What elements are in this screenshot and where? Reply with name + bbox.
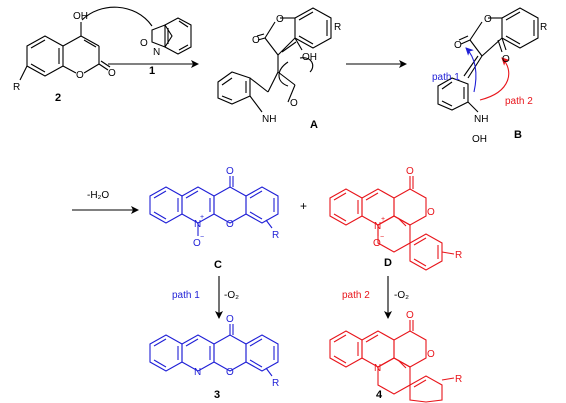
atom-r-4: R: [455, 374, 462, 385]
atom-o: O: [454, 40, 462, 51]
atom-o: O: [252, 35, 260, 46]
plus-sign: +: [300, 199, 307, 213]
intermediate-A-structure: [217, 7, 332, 113]
atom-n: N: [153, 47, 160, 58]
atom-n-3: N: [194, 367, 201, 378]
compound-C-structure: [149, 176, 279, 236]
path2-curve-B: [479, 57, 510, 101]
compound-label-4: 4: [376, 389, 383, 401]
atom-r: R: [13, 82, 20, 93]
atom-o-carbonyl-4: O: [406, 310, 414, 321]
atom-o-carbonyl-C: O: [226, 166, 234, 177]
compound-D-structure: [329, 176, 455, 271]
atom-r: R: [334, 22, 341, 33]
atom-o: O: [140, 38, 148, 49]
atom-r-3: R: [272, 378, 279, 389]
atom-o-minus-D: O: [373, 238, 381, 249]
path1-curve-B: [465, 47, 477, 93]
atom-o-ring-C: O: [226, 219, 234, 230]
minus-o2-label-1: -O₂: [224, 290, 239, 301]
path1-label: path 1: [172, 290, 200, 301]
atom-n-4: N: [374, 363, 381, 374]
compound-2-structure: [19, 6, 153, 81]
path2-label-B: path 2: [505, 96, 533, 107]
path1-label-B: path 1: [432, 72, 460, 83]
compound-label-3: 3: [214, 389, 220, 401]
atom-o-ring: O: [484, 14, 492, 25]
atom-o-carbonyl-D: O: [406, 166, 414, 177]
atom-n-plus-D: N: [374, 221, 381, 232]
atom-o-carbonyl: O: [502, 54, 510, 65]
plus-charge-D: +: [381, 216, 385, 223]
atom-o-ring: O: [76, 70, 84, 81]
atom-o-ring-3: O: [226, 367, 234, 378]
compound-label-C: C: [214, 259, 222, 271]
plus-charge-C: +: [200, 214, 204, 221]
atom-o-carbonyl: O: [108, 68, 116, 79]
compound-label-1: 1: [149, 65, 155, 77]
atom-oh: OH: [73, 11, 88, 22]
intermediate-B-structure: [437, 7, 539, 113]
atom-o-minus-C: O: [193, 238, 201, 249]
path2-label: path 2: [342, 290, 370, 301]
atom-nh: NH: [474, 114, 488, 125]
atom-o-carbonyl-3: O: [226, 314, 234, 325]
minus-charge-D: −: [380, 234, 384, 241]
atom-o-ring: O: [276, 14, 284, 25]
compound-label-D: D: [384, 257, 392, 269]
minus-o2-label-2: -O₂: [394, 290, 409, 301]
compound-1-structure: [151, 17, 192, 55]
compound-label-A: A: [310, 119, 318, 131]
atom-nh: NH: [262, 114, 276, 125]
compound-4-structure: [329, 320, 455, 403]
atom-o-isox: O: [290, 98, 298, 109]
atom-oh: OH: [302, 52, 317, 63]
minus-charge-C: −: [200, 234, 204, 241]
atom-oh: OH: [472, 134, 487, 145]
atom-r-D: R: [455, 250, 462, 261]
atom-r-C: R: [272, 230, 279, 241]
compound-3-structure: [149, 324, 279, 377]
compound-label-B: B: [514, 129, 522, 141]
atom-o-ring-D: O: [427, 207, 435, 218]
atom-o-ring-4: O: [427, 349, 435, 360]
minus-water-label: -H₂O: [87, 190, 109, 201]
atom-n-plus-C: N: [194, 219, 201, 230]
atom-r: R: [540, 22, 547, 33]
compound-label-2: 2: [55, 92, 61, 104]
